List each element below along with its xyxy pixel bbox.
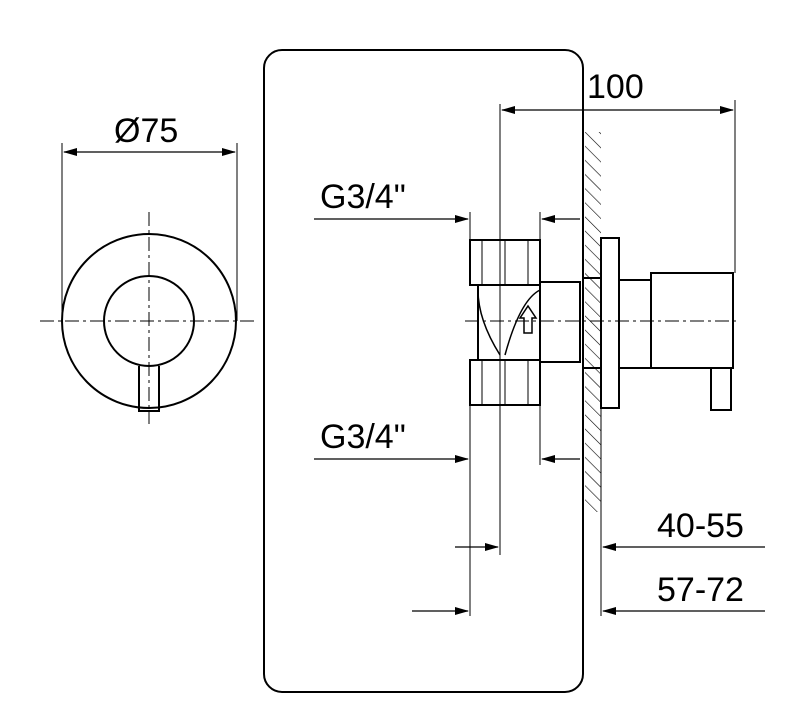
- valve-stem: [539, 281, 581, 363]
- range1-label: 40-55: [657, 507, 744, 545]
- wall-panel: [263, 49, 584, 693]
- thread-bottom-label: G3/4": [320, 418, 406, 456]
- side-dimensions: [314, 100, 765, 616]
- valve-body: [477, 285, 541, 360]
- flow-arrow-icon: [518, 304, 538, 334]
- diameter-label: Ø75: [114, 112, 179, 150]
- wall-hatch: [585, 132, 601, 512]
- side-lever: [710, 367, 732, 411]
- side-view: [469, 237, 734, 411]
- rosette-ring: [600, 237, 620, 409]
- front-lever: [138, 366, 160, 412]
- handle-sleeve: [618, 279, 652, 369]
- thread-top-label: G3/4": [320, 178, 406, 216]
- depth-label: 100: [587, 68, 644, 106]
- front-view: [40, 143, 258, 424]
- range2-label: 57-72: [657, 571, 744, 609]
